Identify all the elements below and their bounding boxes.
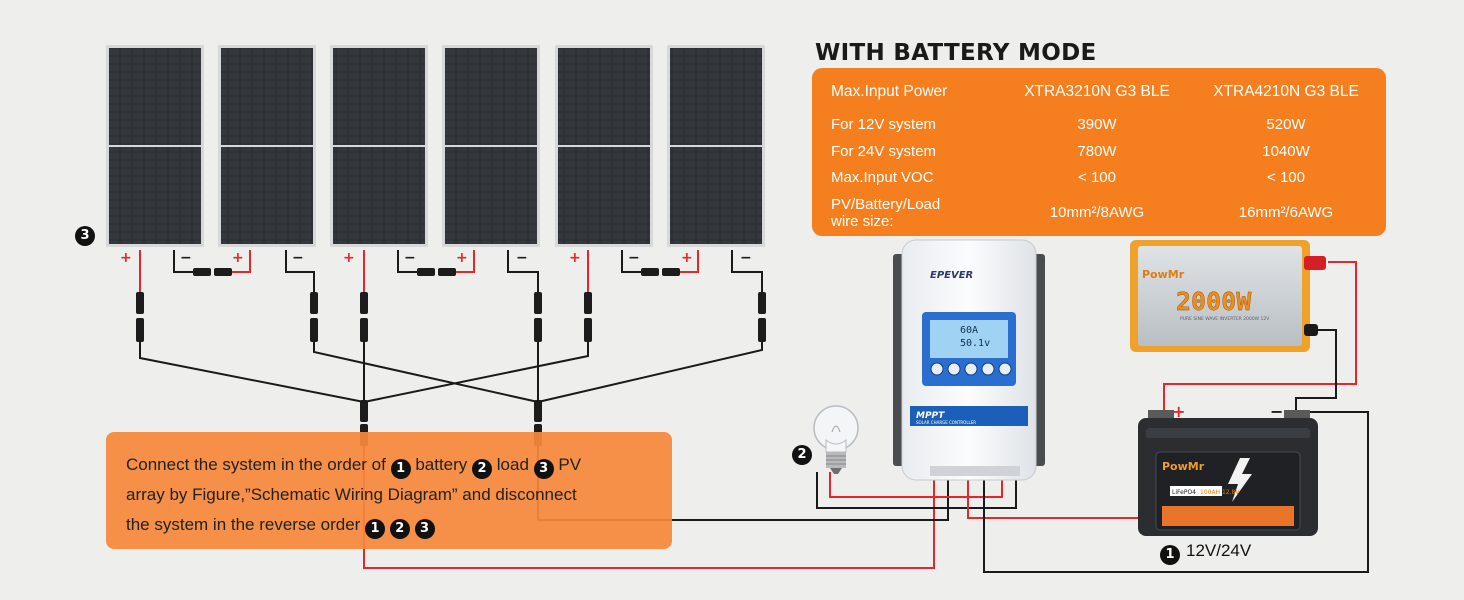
instruction-box [106, 432, 672, 549]
spec-cell: 10mm²/8AWG [1049, 204, 1145, 221]
load-positive-wire [829, 472, 1003, 498]
spec-header-label: Max.Input Power [831, 83, 948, 100]
controller-label: MPPT [916, 411, 945, 421]
step-badge-1: 1 [1160, 545, 1180, 565]
solar-panel-6 [667, 45, 765, 247]
load-negative-wire [816, 472, 1017, 509]
inverter-tagline: PURE SINE WAVE INVERTER 2000W 12V [1180, 316, 1270, 322]
inverter: PowMr 2000W PURE SINE WAVE INVERTER 2000… [1130, 240, 1326, 352]
controller-sublabel: SOLAR CHARGE CONTROLLER [916, 420, 976, 425]
battery-brand: PowMr [1162, 460, 1205, 473]
svg-text:+: + [1172, 402, 1185, 421]
spec-row-label: PV/Battery/Load [831, 196, 941, 213]
step-badge-2: 2 [792, 445, 812, 465]
spec-cell: 390W [1077, 116, 1117, 133]
polarity-labels: + − + − + − + − + − + − + − [120, 250, 1283, 421]
step-badge-1: 1 [365, 519, 386, 539]
step-badge-3: 3 [414, 519, 435, 539]
step-badge-2: 2 [389, 519, 410, 539]
diagram-title: WITH BATTERY MODE [815, 40, 1097, 66]
svg-text:−: − [404, 250, 416, 266]
svg-text:+: + [120, 250, 132, 266]
instruction-part3: the system in the reverse order [126, 515, 361, 534]
load-bulb [813, 405, 859, 474]
inverter-negative-wire [1295, 329, 1337, 414]
lcd-line1: 60A [960, 325, 978, 336]
instruction-part2: array by Figure,”Schematic Wiring Diagra… [126, 485, 577, 504]
svg-text:+: + [343, 250, 355, 266]
step-badge-1: 1 [390, 459, 411, 479]
svg-text:−: − [516, 250, 528, 266]
instruction-part1: Connect the system in the order of [126, 455, 386, 474]
battery-negative-wire [983, 411, 1369, 573]
solar-panel-4 [442, 45, 540, 247]
battery-chemistry: LiFePO4 [1172, 489, 1196, 496]
spec-cell: 520W [1266, 116, 1306, 133]
inverter-rating: 2000W [1176, 287, 1252, 316]
battery-voltage: 12V/24V [1186, 541, 1252, 560]
spec-header-model-1: XTRA3210N G3 BLE [1024, 83, 1170, 100]
controller-brand: EPEVER [930, 270, 973, 281]
svg-text:+: + [681, 250, 693, 266]
svg-text:−: − [180, 250, 192, 266]
spec-cell: 16mm²/6AWG [1238, 204, 1334, 221]
solar-panel-3 [330, 45, 428, 247]
mc4-connectors [136, 292, 766, 446]
inverter-positive-wire [1163, 261, 1357, 414]
battery-voltage-label: 1 12V/24V [1160, 541, 1251, 565]
lcd-line2: 50.1v [960, 338, 990, 349]
spec-row-label: Max.Input VOC [831, 169, 934, 186]
charge-controller: EPEVER 60A 50.1v MPPT SOLAR CHARGE CONTR… [893, 239, 1045, 481]
svg-text:−: − [1270, 402, 1283, 421]
spec-row-label-cont: wire size: [831, 213, 894, 230]
series-connectors [193, 268, 680, 276]
panel-leads [139, 250, 763, 300]
instruction-step3: PV [558, 455, 582, 474]
spec-cell: 780W [1077, 143, 1117, 160]
svg-text:−: − [292, 250, 304, 266]
instruction-step1: battery [415, 455, 468, 474]
svg-text:+: + [232, 250, 244, 266]
battery-capacity: 100AH 12.8V [1200, 489, 1240, 496]
instruction-text: Connect the system in the order of 1 bat… [126, 450, 646, 540]
instruction-step2: load [496, 455, 529, 474]
svg-text:−: − [740, 250, 752, 266]
spec-cell: < 100 [1078, 169, 1116, 186]
spec-header-model-2: XTRA4210N G3 BLE [1213, 83, 1359, 100]
battery: PowMr LiFePO4 100AH 12.8V [1138, 410, 1318, 536]
spec-cell: < 100 [1267, 169, 1305, 186]
solar-panel-5 [555, 45, 653, 247]
step-badge-3: 3 [75, 226, 95, 246]
svg-text:+: + [456, 250, 468, 266]
solar-panel-1 [106, 45, 204, 247]
solar-panel-2 [218, 45, 316, 247]
spec-table: Max.Input Power XTRA3210N G3 BLE XTRA421… [812, 68, 1386, 236]
svg-text:+: + [569, 250, 581, 266]
inverter-brand: PowMr [1142, 268, 1185, 281]
svg-text:−: − [628, 250, 640, 266]
spec-row-label: For 24V system [831, 143, 937, 160]
spec-cell: 1040W [1262, 143, 1310, 160]
spec-row-label: For 12V system [831, 116, 937, 133]
step-badge-3: 3 [533, 459, 554, 479]
step-badge-2: 2 [472, 459, 493, 479]
array-wires [139, 342, 763, 403]
